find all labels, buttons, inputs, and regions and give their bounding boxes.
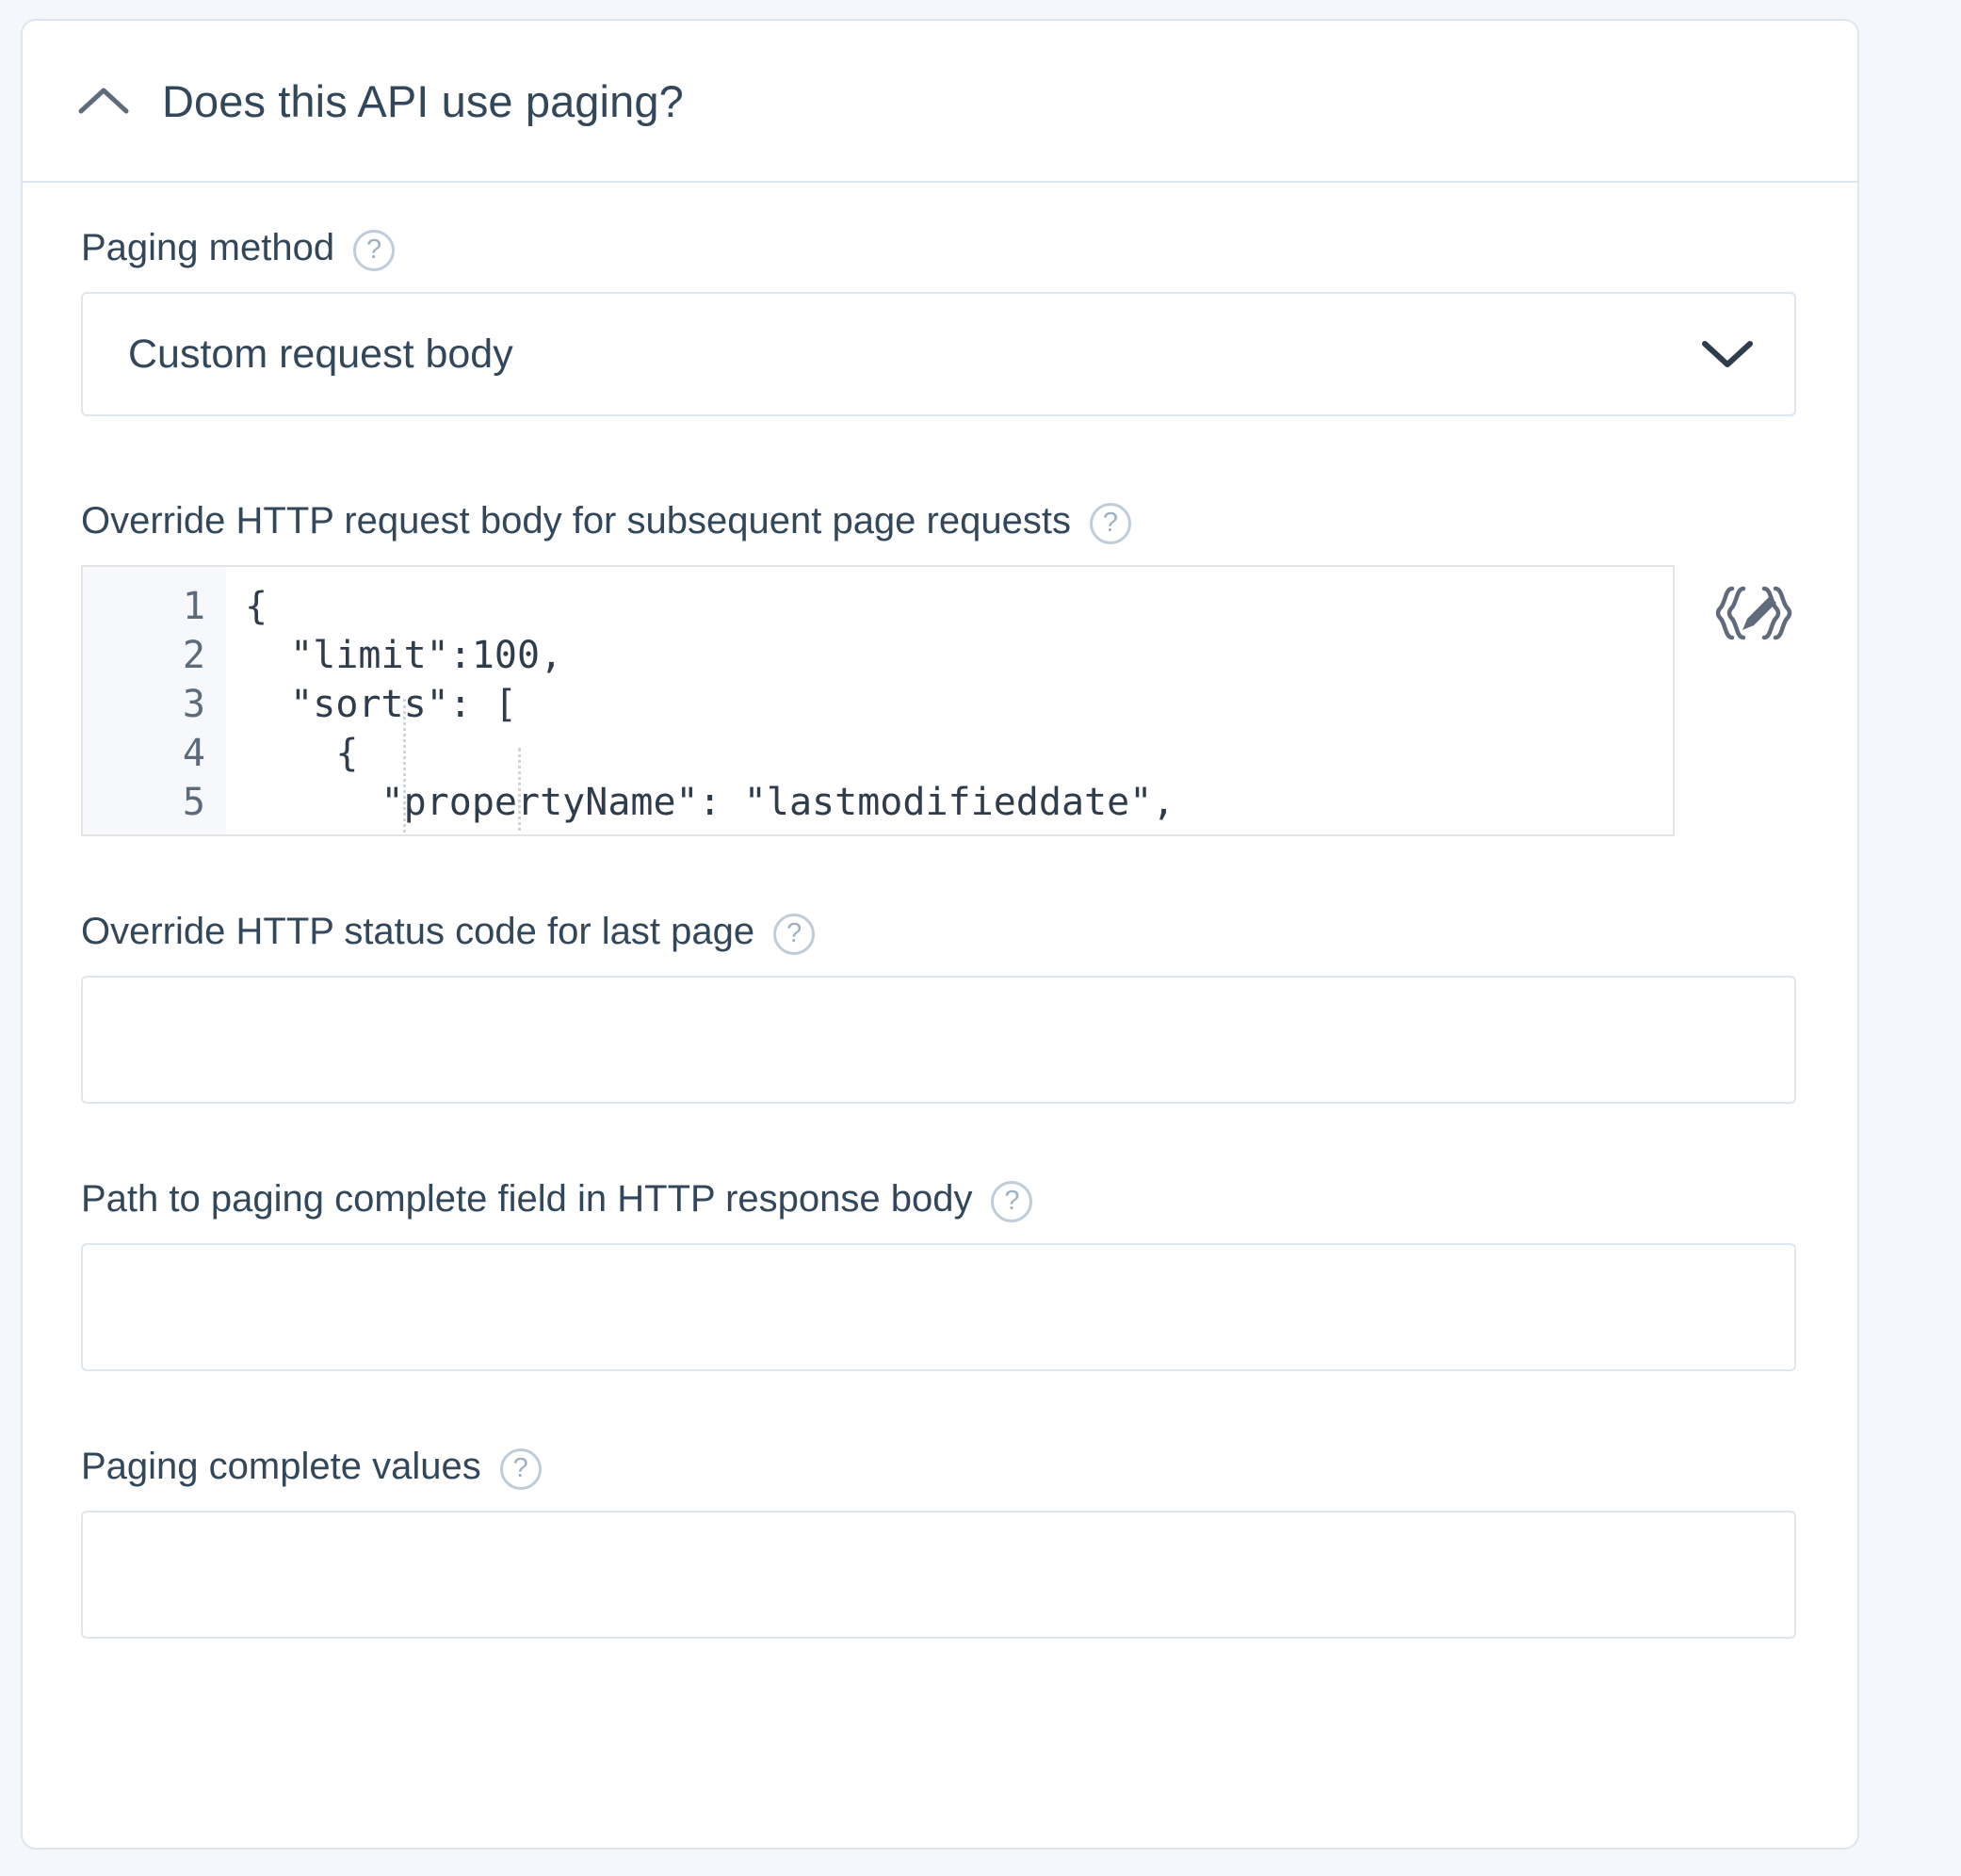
line-number: 1	[182, 585, 205, 628]
help-icon-glyph: ?	[786, 917, 802, 948]
override-status-code-input[interactable]	[81, 976, 1796, 1104]
spacer	[81, 416, 1799, 497]
help-circle-icon[interactable]: ?	[991, 1181, 1033, 1222]
paging-complete-path-input[interactable]	[81, 1243, 1796, 1371]
help-circle-icon[interactable]: ?	[773, 914, 816, 955]
paging-complete-path-label: Path to paging complete field in HTTP re…	[81, 1178, 973, 1220]
paging-complete-values-label-row: Paging complete values ?	[81, 1443, 1799, 1490]
field-paging-complete-values: Paging complete values ?	[81, 1443, 1799, 1639]
chevron-up-icon[interactable]	[75, 73, 132, 129]
help-circle-icon[interactable]: ?	[353, 230, 396, 271]
spacer	[81, 1371, 1799, 1443]
code-line: {	[245, 585, 268, 628]
code-line: {	[245, 732, 359, 775]
field-override-status-code: Override HTTP status code for last page …	[81, 908, 1799, 1104]
line-number: 4	[182, 732, 205, 775]
help-icon-glyph: ?	[512, 1452, 528, 1483]
override-request-body-label-row: Override HTTP request body for subsequen…	[81, 497, 1799, 544]
field-override-request-body: Override HTTP request body for subsequen…	[81, 497, 1799, 836]
paging-settings-card: Does this API use paging? Paging method …	[21, 19, 1859, 1850]
override-status-code-label-row: Override HTTP status code for last page …	[81, 908, 1799, 955]
code-content[interactable]: { "limit":100, "sorts": [ { "propertyNam…	[226, 567, 1673, 834]
override-status-code-label: Override HTTP status code for last page	[81, 911, 755, 952]
field-paging-complete-path: Path to paging complete field in HTTP re…	[81, 1175, 1799, 1371]
paging-method-label: Paging method	[81, 227, 335, 268]
line-number: 2	[182, 634, 205, 677]
paging-method-label-row: Paging method ?	[81, 224, 1799, 271]
override-request-body-label: Override HTTP request body for subsequen…	[81, 500, 1071, 542]
paging-method-select[interactable]: Custom request body	[81, 292, 1796, 416]
section-body: Paging method ? Custom request body	[23, 183, 1857, 1690]
code-gutter: 1 2 3 4 5	[83, 567, 226, 834]
help-icon-glyph: ?	[366, 234, 382, 265]
spacer	[81, 1104, 1799, 1175]
spacer	[81, 836, 1799, 908]
help-circle-icon[interactable]: ?	[1089, 503, 1131, 544]
help-icon-glyph: ?	[1102, 507, 1119, 538]
code-line: "sorts": [	[245, 683, 517, 726]
request-body-code-editor[interactable]: 1 2 3 4 5 { "limit":100,	[81, 565, 1675, 836]
paging-complete-values-input[interactable]	[81, 1511, 1796, 1639]
field-paging-method: Paging method ? Custom request body	[81, 224, 1799, 416]
code-line: "limit":100,	[245, 634, 563, 677]
paging-complete-path-label-row: Path to paging complete field in HTTP re…	[81, 1175, 1799, 1222]
json-edit-icon[interactable]	[1709, 576, 1799, 652]
section-header-paging[interactable]: Does this API use paging?	[23, 21, 1857, 183]
code-line: "propertyName": "lastmodifieddate",	[245, 781, 1175, 824]
help-circle-icon[interactable]: ?	[499, 1448, 542, 1490]
chevron-down-icon[interactable]	[1694, 321, 1760, 387]
line-number: 3	[182, 683, 205, 726]
page-title: Does this API use paging?	[162, 75, 684, 126]
help-icon-glyph: ?	[1004, 1185, 1020, 1216]
paging-method-selected-value: Custom request body	[128, 331, 513, 377]
line-number: 5	[182, 781, 205, 824]
paging-complete-values-label: Paging complete values	[81, 1446, 481, 1487]
code-editor-row: 1 2 3 4 5 { "limit":100,	[81, 565, 1799, 836]
